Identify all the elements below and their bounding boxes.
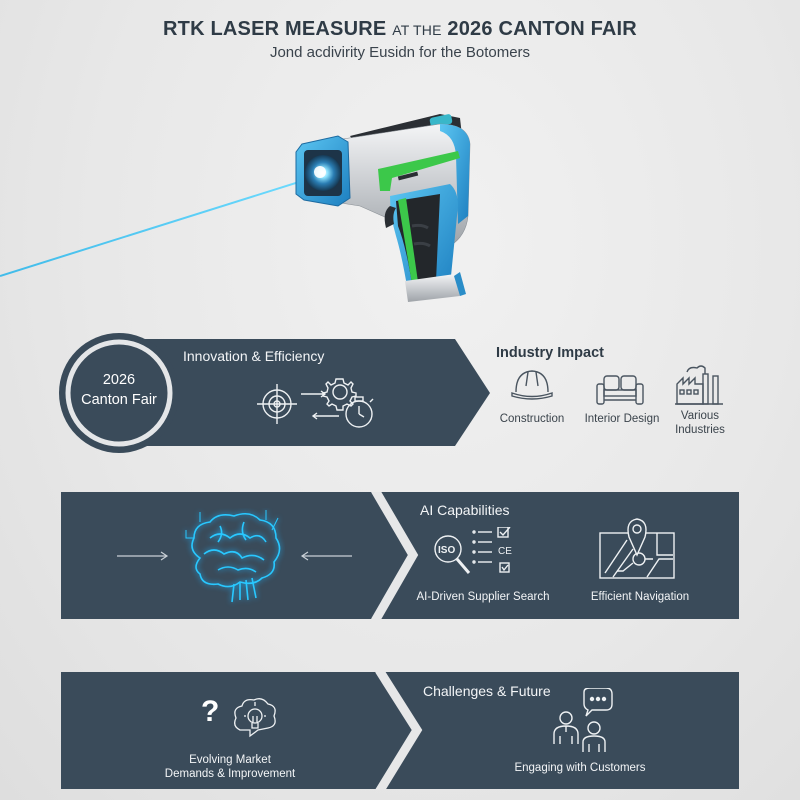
challenges-heading: Challenges & Future [423, 683, 551, 699]
industry-impact-heading: Industry Impact [496, 345, 604, 361]
ai-capabilities-heading: AI Capabilities [420, 502, 510, 518]
industry-label-construction: Construction [499, 413, 565, 425]
sofa-icon [596, 375, 644, 405]
target-icon [257, 384, 297, 424]
efficient-navigation-label: Efficient Navigation [590, 591, 690, 603]
arrow-right-icon [301, 390, 327, 398]
map-pin-navigation-icon [599, 518, 675, 579]
laser-measure-device-image [295, 114, 471, 302]
industry-label-various: Various Industries [675, 410, 725, 436]
industry-label-interior-design: Interior Design [584, 413, 660, 425]
arrow-left-icon [300, 551, 352, 561]
gear-icon [322, 378, 357, 411]
canton-fair-badge: 2026 Canton Fair [70, 370, 168, 410]
innovation-heading: Innovation & Efficiency [183, 348, 325, 364]
lightbulb-idea-icon [234, 698, 276, 738]
title-part-2: AT THE [392, 22, 442, 38]
stopwatch-icon [345, 396, 374, 428]
innovation-banner [59, 333, 490, 453]
ai-supplier-search-label: AI-Driven Supplier Search [416, 591, 550, 603]
factory-icon [675, 365, 723, 405]
ai-capabilities-panel [61, 492, 739, 620]
title-part-3: 2026 CANTON FAIR [447, 18, 637, 40]
iso-search-checklist-icon: ISO CE [434, 527, 512, 574]
page-subtitle: Jond acdivirity Eusidn for the Botomers [269, 44, 531, 61]
market-demands-label: Evolving Market Demands & Improvement [164, 754, 296, 780]
title-part-1: RTK LASER MEASURE [163, 18, 387, 40]
engaging-customers-label: Engaging with Customers [514, 762, 646, 774]
innovation-icons [257, 378, 374, 428]
customers-chat-icon [553, 688, 613, 752]
svg-text:CE: CE [498, 546, 512, 557]
badge-year: 2026 [102, 372, 136, 388]
question-mark-icon: ? [201, 695, 220, 728]
page-title: RTK LASER MEASURE AT THE 2026 CANTON FAI… [0, 18, 800, 41]
arrow-left-icon [311, 412, 339, 420]
arrow-right-icon [117, 551, 169, 561]
hard-hat-icon [511, 370, 553, 400]
ai-brain-icon [185, 510, 281, 603]
challenges-panel [61, 672, 739, 790]
svg-text:ISO: ISO [438, 545, 455, 556]
badge-label: Canton Fair [81, 392, 157, 408]
